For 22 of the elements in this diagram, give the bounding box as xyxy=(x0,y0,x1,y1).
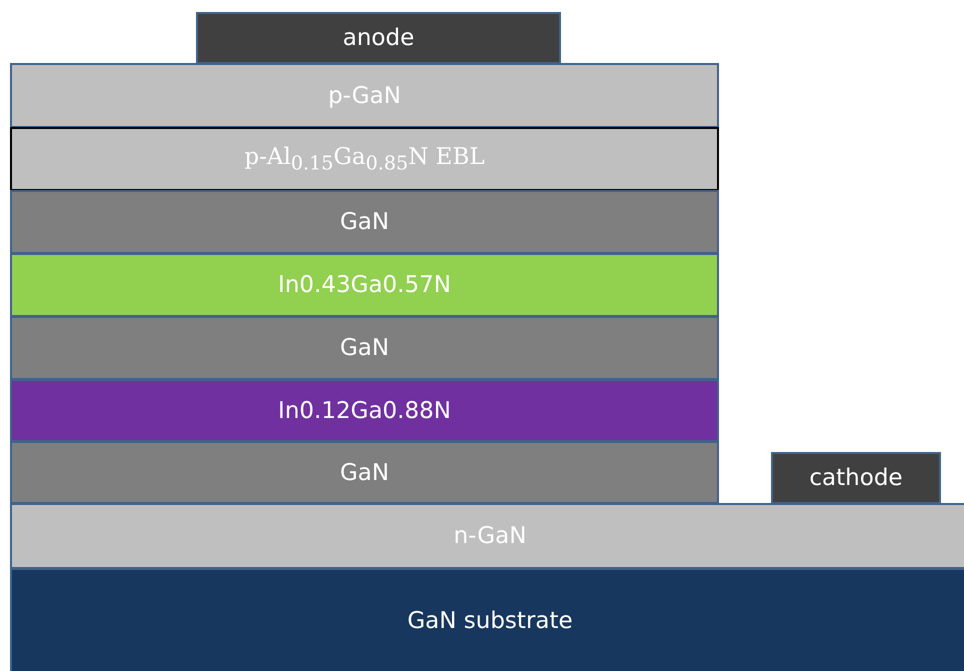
layer-label: p-GaN xyxy=(328,82,401,108)
layer-label: anode xyxy=(342,25,414,51)
layer-label: GaN xyxy=(340,209,390,235)
layer-label: GaN substrate xyxy=(407,608,573,634)
layer-label: n-GaN xyxy=(454,523,526,549)
layer-label: p-Al$_{0.15}$Ga$_{0.85}$N EBL xyxy=(244,144,485,174)
quantum-well-layer xyxy=(10,379,719,442)
anode-contact xyxy=(196,12,561,64)
layer-label: GaN xyxy=(340,460,390,486)
gan-layer xyxy=(10,316,719,380)
substrate-layer xyxy=(10,568,964,671)
cathode-contact xyxy=(771,452,941,504)
p-gan-layer xyxy=(10,63,719,128)
layer-label: In0.43Ga0.57N xyxy=(278,272,451,298)
layer-label: In0.12Ga0.88N xyxy=(278,398,451,424)
layer-label: cathode xyxy=(809,465,903,491)
n-gan-layer xyxy=(10,503,964,569)
gan-layer xyxy=(10,441,719,504)
layer-label: GaN xyxy=(340,335,390,361)
quantum-well-layer xyxy=(10,253,719,317)
gan-layer xyxy=(10,190,719,254)
electron-blocking-layer xyxy=(10,127,719,191)
